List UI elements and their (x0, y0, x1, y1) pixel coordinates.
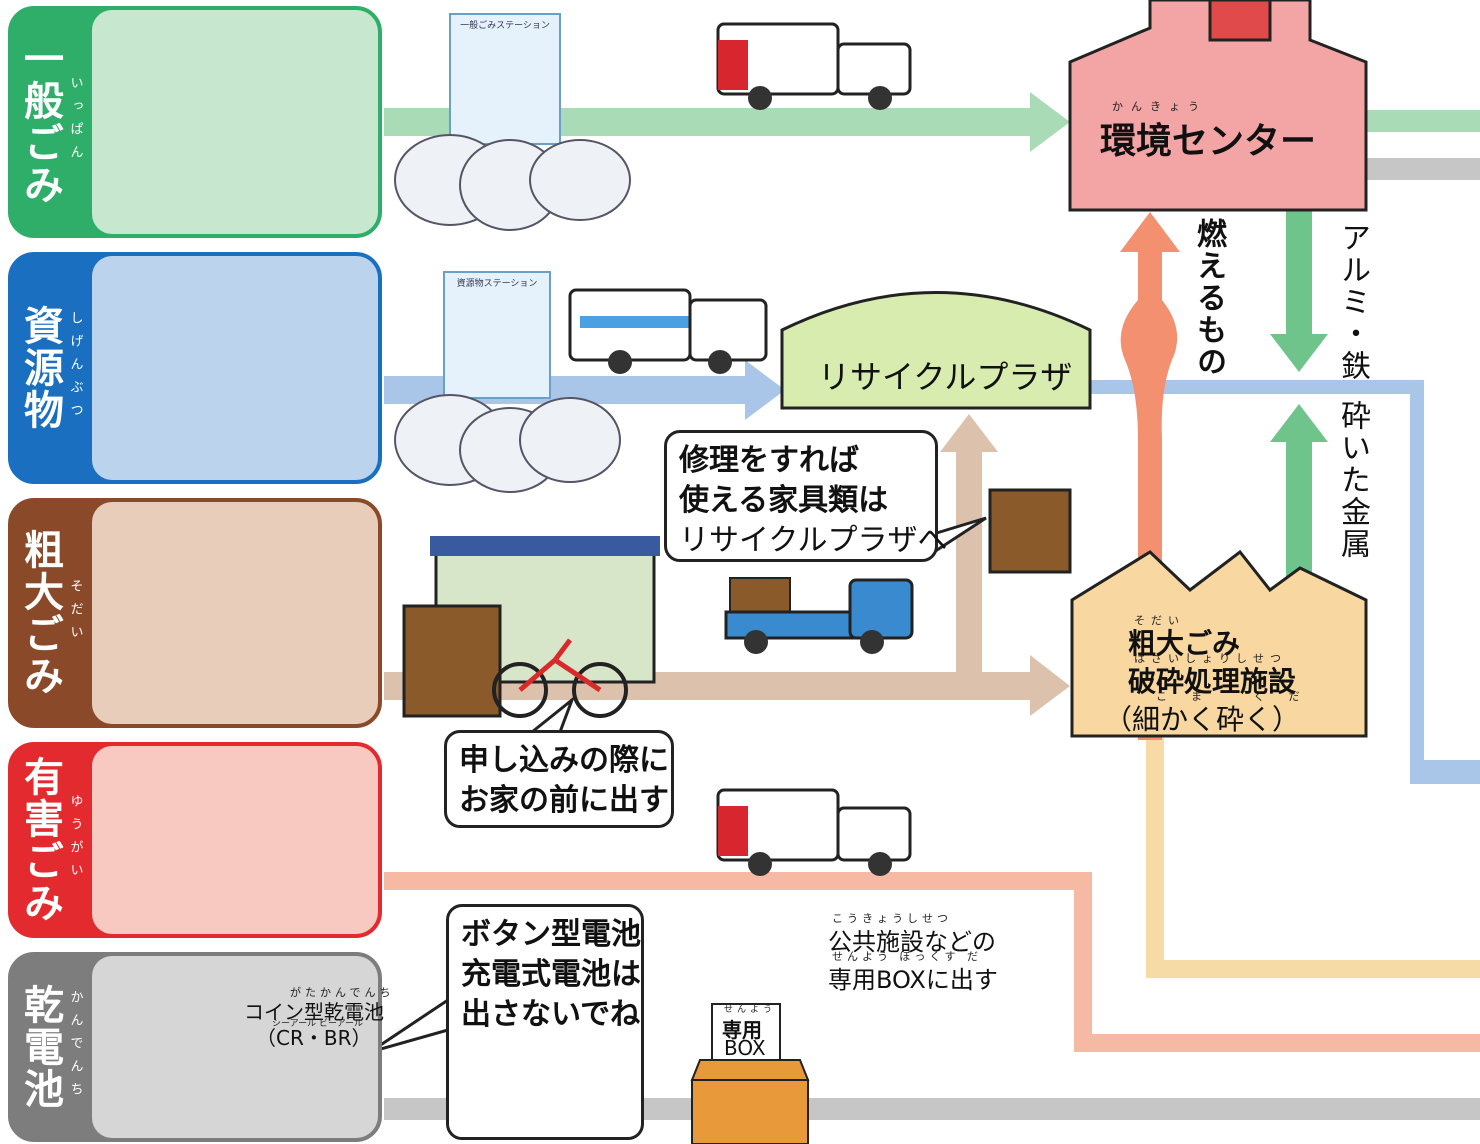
plaza-label: リサイクルプラザ (818, 358, 1073, 396)
crusher-ruby-1: そだい (1134, 614, 1185, 627)
flow-tan-up (956, 450, 982, 680)
public-ruby-2: せんよう ぼっくす だ (832, 950, 982, 963)
public-ruby-1: こうきょうしせつ (832, 912, 952, 925)
flow-crushed-metal-arrowhead (1270, 404, 1328, 442)
category-battery: 乾電池 かんでんち (8, 952, 382, 1142)
special-box-icon (690, 1003, 810, 1144)
flow-aluminum (1286, 210, 1312, 336)
garbage-truck-2-icon (568, 288, 768, 374)
note-battery-line-3: 出さないでね (461, 997, 641, 1032)
flow-battery (384, 1098, 1480, 1120)
box-line-2: BOX (724, 1036, 766, 1060)
category-general: 一般ごみ いっぱん (8, 6, 382, 238)
recycle-plaza (780, 291, 1092, 410)
note-battery-warning: ボタン型電池 充電式電池は 出さないでね (446, 904, 644, 1140)
note-apply-line-2: お家の前に出す (459, 783, 669, 818)
category-hazardous: 有害ごみ ゆうがい (8, 742, 382, 938)
category-general-label: 一般ごみ (17, 38, 63, 206)
note-repair-line-3: リサイクルプラザへ (679, 523, 948, 558)
note-repair: 修理をすれば 使える家具類は リサイクルプラザへ (664, 430, 948, 562)
resource-station-poster: 資源物ステーション (443, 271, 551, 399)
public-line-2: 専用BOXに出す (828, 966, 998, 994)
crusher-facility (1070, 549, 1368, 738)
note-apply-line-1: 申し込みの際に (459, 743, 669, 778)
general-trash-bags-icon (394, 134, 631, 231)
coin-line-2: （CR・BR） (256, 1026, 372, 1050)
flow-resource-arrowhead (745, 360, 785, 420)
note-apply: 申し込みの際に お家の前に出す (444, 730, 674, 828)
crusher-line-3: （細かく砕く） (1104, 703, 1301, 736)
box-ruby: せんよう (724, 1005, 777, 1015)
flow-lines (384, 92, 1480, 1120)
category-resource: 資源物 しげんぶつ (8, 252, 382, 484)
category-general-ruby: いっぱん (67, 76, 83, 168)
environment-center (1068, 0, 1368, 212)
burnable-label: 燃えるもの (1191, 218, 1226, 378)
cabinet-icon (402, 488, 1072, 718)
note-repair-line-1: 修理をすれば (679, 443, 859, 478)
resource-bags-icon (394, 394, 621, 493)
flow-hazardous (384, 872, 1480, 1052)
category-oversized: 粗大ごみ そだい (8, 498, 382, 728)
general-station-poster: 一般ごみステーション (449, 13, 561, 145)
note-battery-line-1: ボタン型電池 (461, 917, 641, 952)
flow-center-out-green (1366, 110, 1480, 132)
category-oversized-ruby: そだい (67, 578, 83, 648)
crusher-line-1: 粗大ごみ (1128, 627, 1241, 660)
box-line-1: 専用 (722, 1018, 762, 1042)
coin-ruby-2: シーアール ビーアール (272, 1019, 364, 1029)
category-battery-label: 乾電池 (17, 984, 63, 1110)
garbage-truck-1-icon (716, 22, 912, 110)
poster2-title: 資源物ステーション (457, 277, 538, 289)
flow-tan-up-arrowhead (940, 414, 998, 452)
center-label: 環境センター (1100, 121, 1317, 162)
note-battery-line-2: 充電式電池は (461, 957, 641, 992)
crusher-ruby-2: はさいしょりしせつ (1134, 652, 1287, 665)
category-resource-ruby: しげんぶつ (67, 310, 83, 426)
bubble-apply-tail (527, 695, 576, 734)
poster1-title: 一般ごみステーション (460, 19, 550, 31)
crusher-line-2: 破砕処理施設 (1128, 665, 1297, 698)
flow-oversized-arrowhead (1030, 655, 1070, 716)
crusher-ruby-3: こま くだ (1156, 690, 1324, 703)
category-hazardous-ruby: ゆうがい (67, 794, 83, 886)
flow-burnable-arrowhead (1120, 212, 1180, 252)
category-resource-label: 資源物 (17, 305, 63, 431)
public-line-1: 公共施設などの (828, 928, 996, 956)
crushed-metal-label: 砕いた金属 (1335, 400, 1370, 560)
bicycle-icon (492, 638, 628, 718)
category-battery-ruby: かんでんち (67, 989, 83, 1105)
center-ruby: かんきょう (1112, 100, 1207, 113)
flow-center-out-gray (1366, 158, 1480, 180)
coin-line-1: コイン型乾電池 (244, 1000, 384, 1024)
coin-ruby: がたかんでんち (290, 986, 395, 999)
note-repair-line-2: 使える家具類は (679, 483, 889, 518)
aluminum-iron-label: アルミ・鉄 (1335, 222, 1370, 382)
category-hazardous-label: 有害ごみ (17, 756, 63, 924)
flow-crushed-metal (1286, 440, 1312, 590)
garbage-truck-3-icon (716, 788, 912, 876)
category-oversized-label: 粗大ごみ (17, 529, 63, 697)
flow-general-arrowhead (1030, 92, 1070, 152)
flow-burnable (1120, 250, 1178, 740)
flow-aluminum-arrowhead (1270, 334, 1328, 372)
pickup-truck-icon (724, 577, 914, 654)
